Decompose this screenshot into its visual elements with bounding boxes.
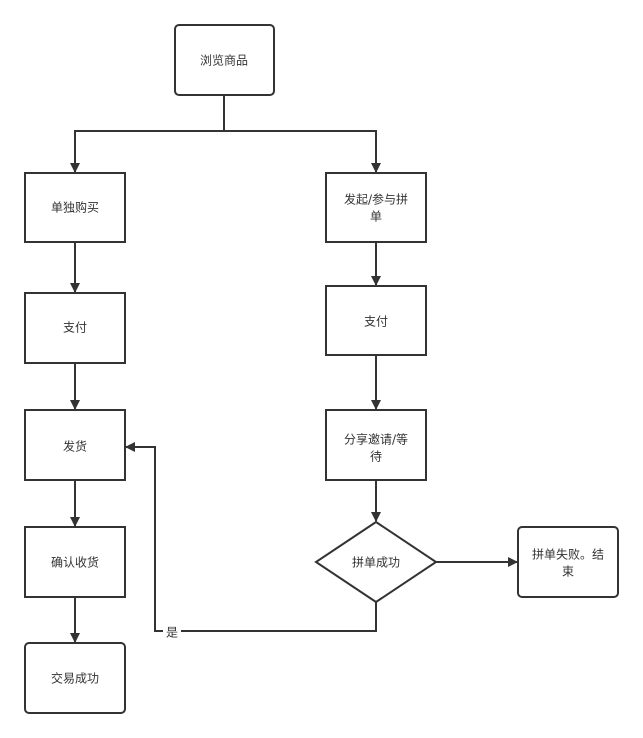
node-confirm[interactable]: 确认收货: [24, 526, 126, 598]
node-browse[interactable]: 浏览商品: [174, 24, 275, 96]
node-buy-alone[interactable]: 单独购买: [24, 172, 126, 243]
edge-to-group: [224, 130, 381, 173]
node-label: 交易成功: [51, 671, 99, 686]
node-label: 确认收货: [51, 555, 99, 570]
edge-decision-yes-ship: [125, 442, 377, 632]
node-pay-right[interactable]: 支付: [325, 285, 427, 356]
node-label: 单独购买: [51, 200, 99, 215]
node-pay-left[interactable]: 支付: [24, 292, 126, 364]
node-label: 束: [562, 565, 574, 579]
node-done[interactable]: 交易成功: [24, 642, 126, 714]
node-fail[interactable]: 拼单失败。结 束: [517, 526, 619, 598]
node-ship[interactable]: 发货: [24, 409, 126, 481]
node-group[interactable]: 发起/参与拼 单: [325, 172, 427, 243]
node-label: 支付: [63, 321, 87, 335]
node-label: 发起/参与拼: [344, 192, 408, 207]
edge-to-buy-alone: [70, 130, 224, 173]
node-label: 待: [370, 450, 382, 464]
node-label: 浏览商品: [200, 53, 248, 68]
node-label: 拼单成功: [352, 556, 400, 570]
node-label: 拼单失败。结: [532, 547, 604, 562]
node-share[interactable]: 分享邀请/等 待: [325, 409, 427, 481]
node-decision[interactable]: 拼单成功: [314, 520, 438, 604]
node-label: 分享邀请/等: [344, 432, 408, 447]
yes-label-bg: [163, 625, 181, 639]
edge-label-yes: 是: [166, 626, 178, 640]
node-label: 单: [370, 210, 382, 224]
node-label: 支付: [364, 315, 388, 329]
node-label: 发货: [63, 439, 87, 454]
